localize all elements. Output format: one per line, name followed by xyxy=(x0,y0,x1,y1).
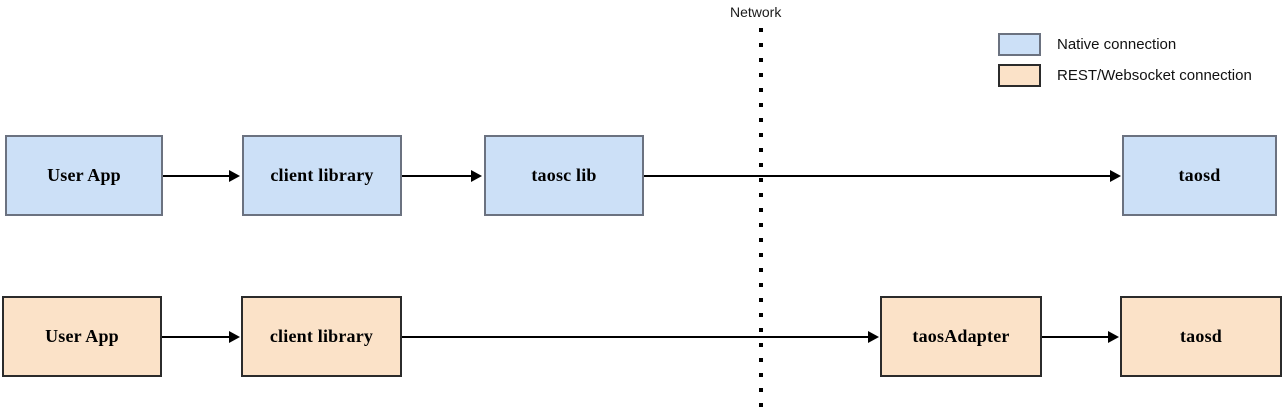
edge-native-userapp-to-clientlibrary xyxy=(163,175,230,177)
edge-rest-clientlibrary-to-taosadapter xyxy=(402,336,869,338)
legend-item-native: Native connection xyxy=(998,33,1176,56)
arrowhead-rest-clientlibrary-to-taosadapter xyxy=(868,331,879,343)
edge-native-clientlibrary-to-taoscliб xyxy=(402,175,472,177)
edge-native-taosclib-to-taosd xyxy=(644,175,1111,177)
legend-label-rest: REST/Websocket connection xyxy=(1057,67,1252,84)
edge-rest-userapp-to-clientlibrary xyxy=(162,336,230,338)
arrowhead-native-clientlibrary-to-taosclib xyxy=(471,170,482,182)
arrowhead-rest-taosadapter-to-taosd xyxy=(1108,331,1119,343)
node-rest-taosd[interactable]: taosd xyxy=(1120,296,1282,377)
arrowhead-native-userapp-to-clientlibrary xyxy=(229,170,240,182)
legend-swatch-rest-icon xyxy=(998,64,1041,87)
node-rest-taos-adapter[interactable]: taosAdapter xyxy=(880,296,1042,377)
node-native-taosd[interactable]: taosd xyxy=(1122,135,1277,216)
arrowhead-native-taosclib-to-taosd xyxy=(1110,170,1121,182)
legend-label-native: Native connection xyxy=(1057,36,1177,53)
edge-rest-taosadapter-to-taosd xyxy=(1042,336,1109,338)
node-native-client-library[interactable]: client library xyxy=(242,135,402,216)
node-rest-user-app[interactable]: User App xyxy=(2,296,162,377)
legend-swatch-native-icon xyxy=(998,33,1041,56)
node-rest-client-library[interactable]: client library xyxy=(241,296,402,377)
legend-item-rest: REST/Websocket connection xyxy=(998,64,1252,87)
network-divider-line xyxy=(759,28,763,409)
network-divider-label: Network xyxy=(730,4,782,20)
node-native-taosc-lib[interactable]: taosc lib xyxy=(484,135,644,216)
node-native-user-app[interactable]: User App xyxy=(5,135,163,216)
arrowhead-rest-userapp-to-clientlibrary xyxy=(229,331,240,343)
